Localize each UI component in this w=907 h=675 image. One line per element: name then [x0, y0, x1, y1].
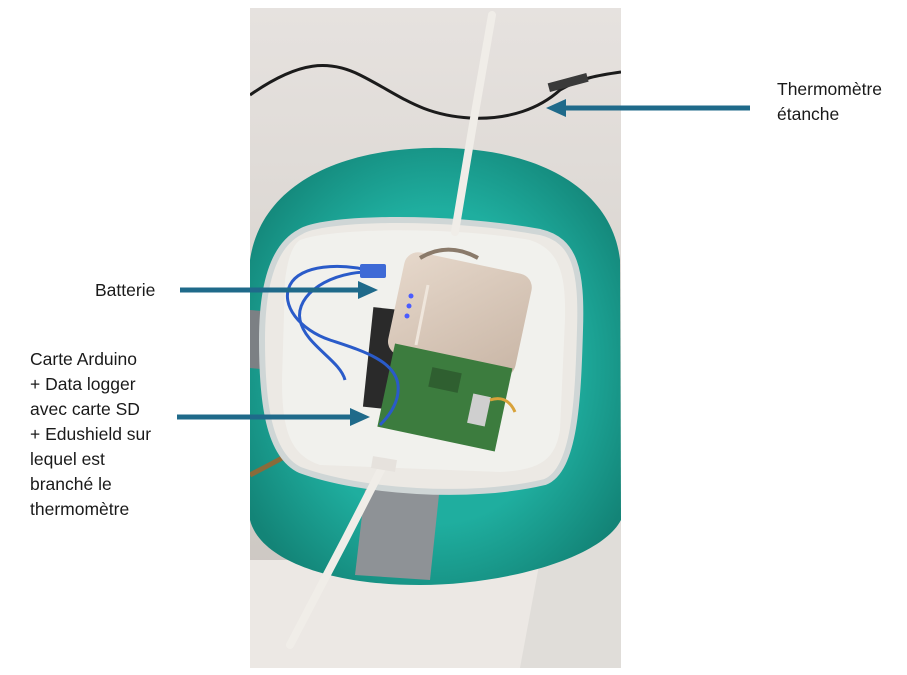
label-line: étanche	[777, 104, 840, 124]
label-line: Thermomètre	[777, 79, 883, 99]
zip-tie-top	[451, 11, 496, 236]
label-thermometer: Thermomètre étanche	[777, 77, 882, 127]
label-line: Batterie	[95, 280, 156, 300]
arrow-thermometer	[546, 99, 750, 117]
label-arduino: Carte Arduino + Data logger avec carte S…	[30, 347, 151, 522]
zip-tie-bottom	[286, 458, 389, 649]
photo	[250, 8, 621, 668]
battery-pack	[388, 247, 532, 377]
arrow-arduino	[177, 408, 370, 426]
label-line: + Data logger	[30, 374, 136, 394]
label-line: branché le	[30, 474, 112, 494]
usb-cable	[285, 264, 400, 427]
label-line: Carte Arduino	[30, 349, 138, 369]
arrow-battery	[180, 281, 378, 299]
label-battery: Batterie	[95, 278, 155, 303]
label-line: + Edushield sur	[30, 424, 152, 444]
arduino-board	[377, 343, 517, 452]
label-line: thermomètre	[30, 499, 130, 519]
label-line: lequel est	[30, 449, 105, 469]
label-line: avec carte SD	[30, 399, 140, 419]
